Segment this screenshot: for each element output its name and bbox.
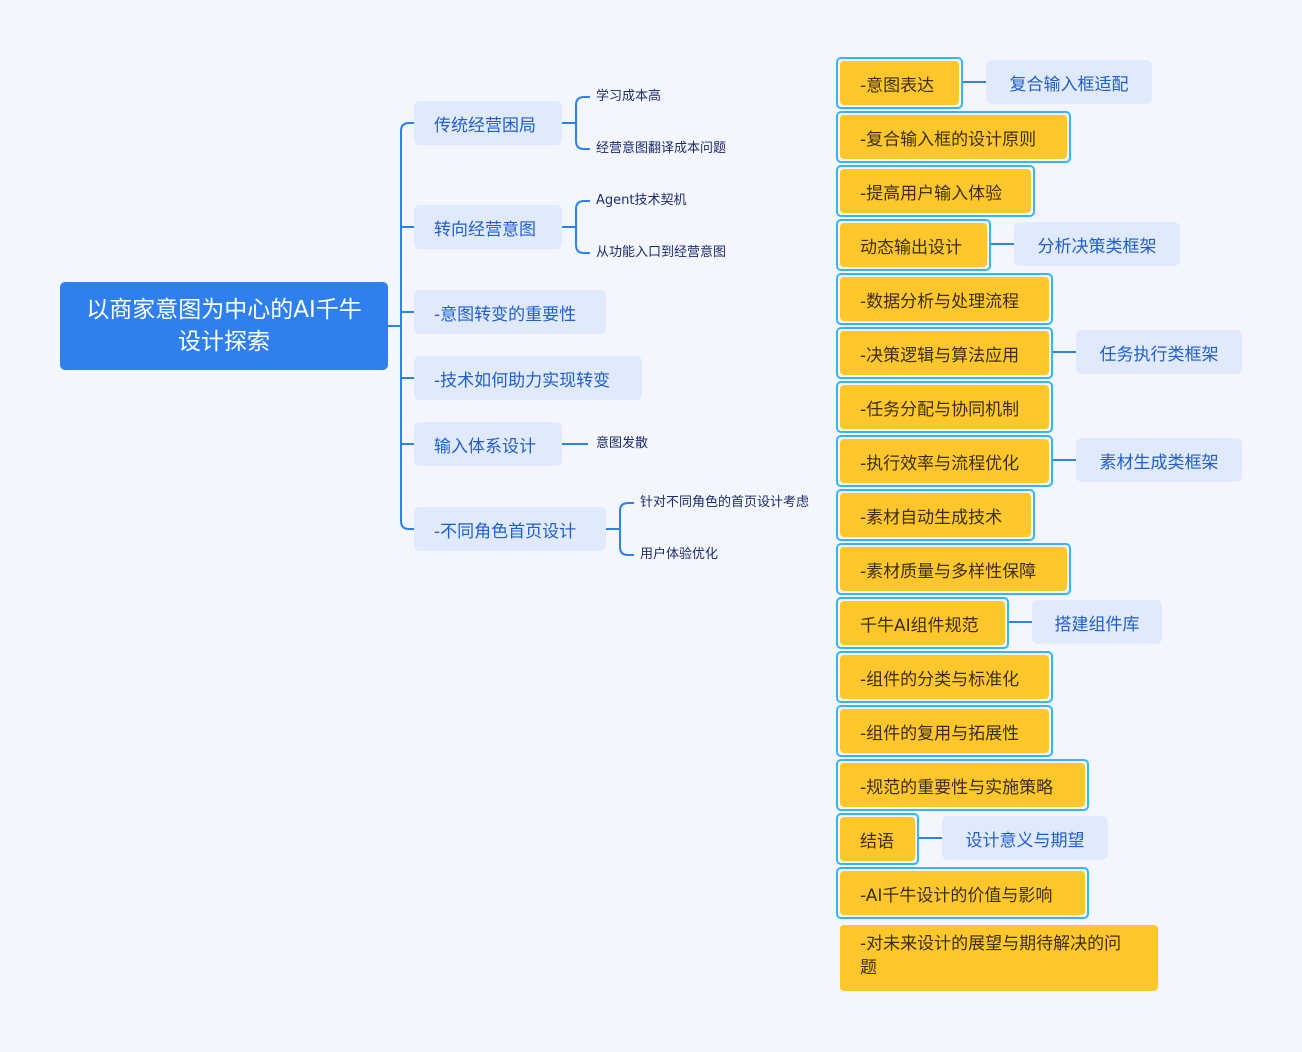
branch-node[interactable]: 传统经营困局 <box>414 101 562 145</box>
topic-node[interactable]: -复合输入框的设计原则 <box>836 111 1071 163</box>
leaf-node[interactable]: 经营意图翻译成本问题 <box>596 141 727 156</box>
parent-topic-node[interactable]: 复合输入框适配 <box>986 60 1152 104</box>
parent-topic-node[interactable]: 分析决策类框架 <box>1014 222 1180 266</box>
topic-label: -意图表达 <box>840 61 959 105</box>
topic-node[interactable]: -组件的复用与拓展性 <box>836 705 1053 757</box>
branch-node[interactable]: -意图转变的重要性 <box>414 290 606 334</box>
topic-label: 动态输出设计 <box>840 223 987 267</box>
topic-node[interactable]: -任务分配与协同机制 <box>836 381 1053 433</box>
topic-label: -规范的重要性与实施策略 <box>840 763 1085 807</box>
branch-node[interactable]: 转向经营意图 <box>414 205 562 249</box>
branch-node[interactable]: -技术如何助力实现转变 <box>414 356 642 400</box>
topic-node[interactable]: -数据分析与处理流程 <box>836 273 1053 325</box>
parent-topic-node[interactable]: 任务执行类框架 <box>1076 330 1242 374</box>
topic-node[interactable]: -组件的分类与标准化 <box>836 651 1053 703</box>
parent-topic-node[interactable]: 素材生成类框架 <box>1076 438 1242 482</box>
topic-node[interactable]: -素材质量与多样性保障 <box>836 543 1071 595</box>
topic-label: -复合输入框的设计原则 <box>840 115 1067 159</box>
topic-node[interactable]: -AI千牛设计的价值与影响 <box>836 867 1089 919</box>
topic-node[interactable]: -规范的重要性与实施策略 <box>836 759 1089 811</box>
topic-label: -素材质量与多样性保障 <box>840 547 1067 591</box>
root-label: 以商家意图为中心的AI千牛设计探索 <box>86 297 362 355</box>
parent-topic-node[interactable]: 搭建组件库 <box>1032 600 1162 644</box>
topic-node[interactable]: -对未来设计的展望与期待解决的问题 <box>840 925 1158 991</box>
topic-node[interactable]: -素材自动生成技术 <box>836 489 1035 541</box>
leaf-node[interactable]: 从功能入口到经营意图 <box>596 245 727 260</box>
topic-node[interactable]: -意图表达 <box>836 57 963 109</box>
topic-node[interactable]: -执行效率与流程优化 <box>836 435 1053 487</box>
topic-label: -素材自动生成技术 <box>840 493 1031 537</box>
leaf-node[interactable]: 意图发散 <box>596 436 649 451</box>
topic-node[interactable]: -提高用户输入体验 <box>836 165 1035 217</box>
topic-label: -任务分配与协同机制 <box>840 385 1049 429</box>
leaf-node[interactable]: 用户体验优化 <box>640 547 719 562</box>
topic-node[interactable]: -决策逻辑与算法应用 <box>836 327 1053 379</box>
topic-label: -提高用户输入体验 <box>840 169 1031 213</box>
topic-label: -执行效率与流程优化 <box>840 439 1049 483</box>
topic-node[interactable]: 结语 <box>836 813 919 865</box>
topic-label: -组件的复用与拓展性 <box>840 709 1049 753</box>
topic-label: -决策逻辑与算法应用 <box>840 331 1049 375</box>
topic-label: 结语 <box>840 817 915 861</box>
topic-node[interactable]: 动态输出设计 <box>836 219 991 271</box>
branch-node[interactable]: 输入体系设计 <box>414 422 562 466</box>
topic-label: 千牛AI组件规范 <box>840 601 1005 645</box>
leaf-node[interactable]: 针对不同角色的首页设计考虑 <box>640 495 810 510</box>
topic-label: -数据分析与处理流程 <box>840 277 1049 321</box>
leaf-node[interactable]: 学习成本高 <box>596 89 662 104</box>
root-node[interactable]: 以商家意图为中心的AI千牛设计探索 <box>60 282 388 370</box>
topic-label: -组件的分类与标准化 <box>840 655 1049 699</box>
topic-label: -AI千牛设计的价值与影响 <box>840 871 1085 915</box>
parent-topic-node[interactable]: 设计意义与期望 <box>942 816 1108 860</box>
leaf-node[interactable]: Agent技术契机 <box>596 193 687 208</box>
branch-node[interactable]: -不同角色首页设计 <box>414 507 606 551</box>
topic-node[interactable]: 千牛AI组件规范 <box>836 597 1009 649</box>
